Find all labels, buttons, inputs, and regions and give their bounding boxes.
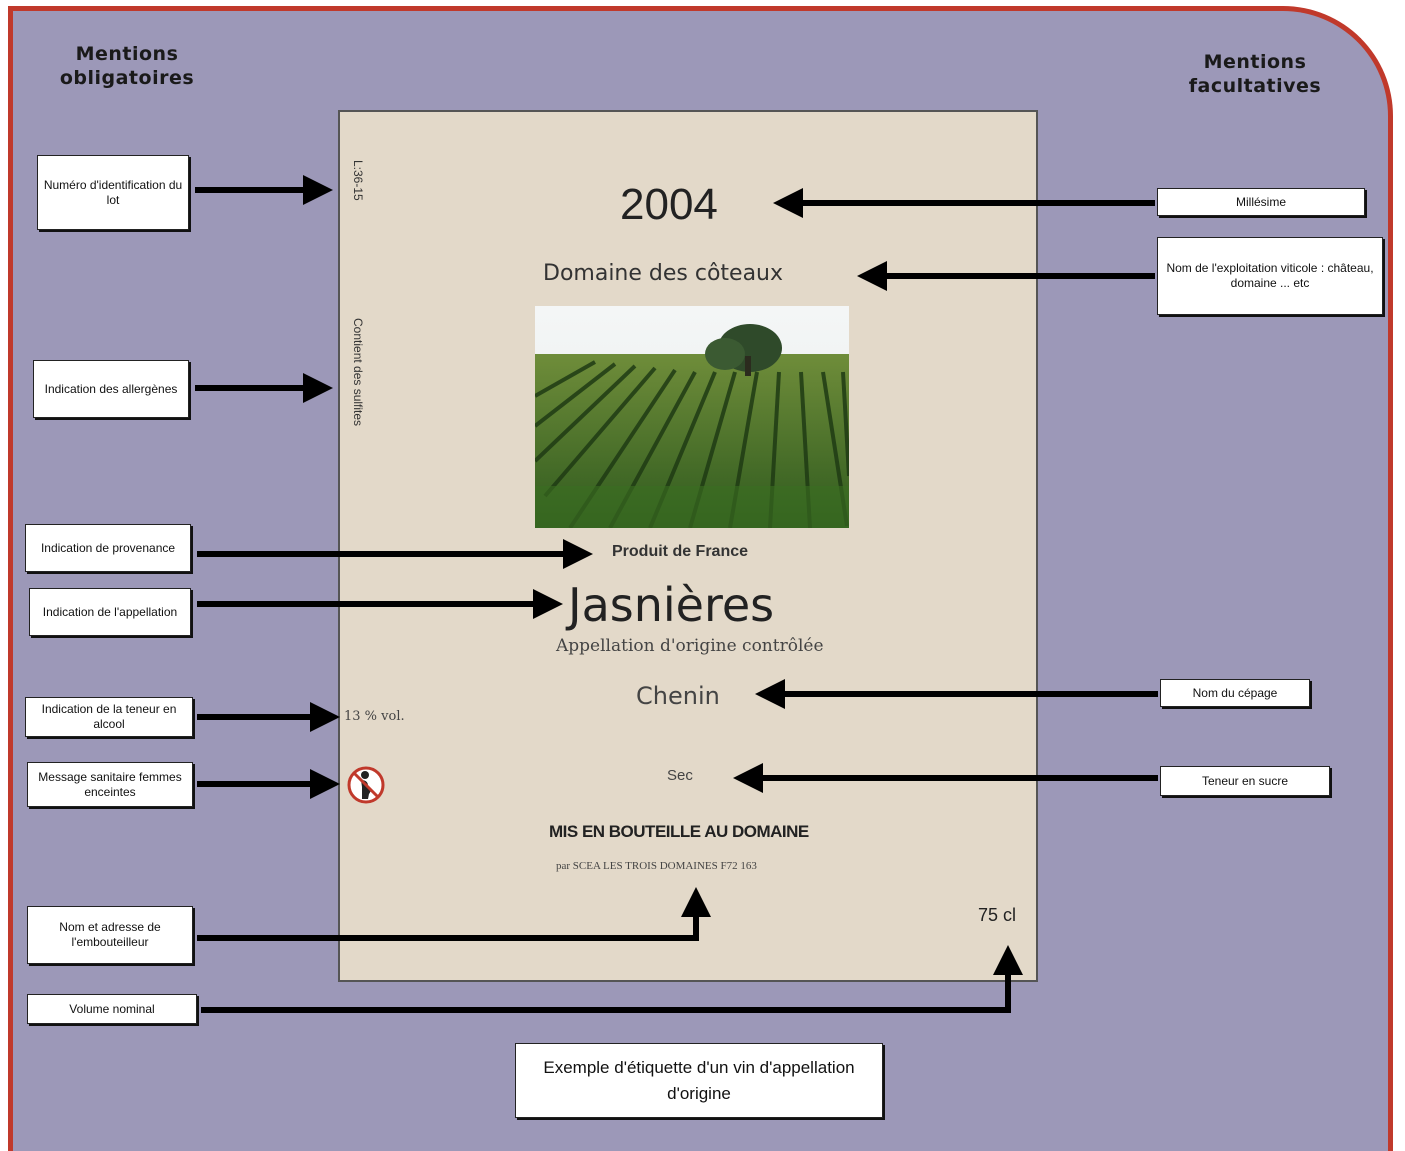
label-sugar: Sec <box>667 767 693 784</box>
box-lot-number: Numéro d'identification du lot <box>37 155 189 230</box>
label-domain: Domaine des côteaux <box>543 261 784 286</box>
box-grape-variety: Nom du cépage <box>1160 679 1310 707</box>
label-origin: Produit de France <box>612 543 749 560</box>
box-vintage: Millésime <box>1157 188 1365 216</box>
heading-mandatory: Mentions obligatoires <box>59 43 195 89</box>
box-alcohol: Indication de la teneur en alcool <box>25 697 193 737</box>
vineyard-photo <box>535 306 849 528</box>
box-appellation: Indication de l'appellation <box>29 588 191 636</box>
box-bottler: Nom et adresse de l'embouteilleur <box>27 906 193 964</box>
box-sugar-content: Teneur en sucre <box>1160 766 1330 796</box>
label-year: 2004 <box>620 180 718 229</box>
label-appellation: Jasnières <box>568 578 775 632</box>
diagram-caption: Exemple d'étiquette d'un vin d'appellati… <box>515 1043 883 1118</box>
label-bottler: par SCEA LES TROIS DOMAINES F72 163 <box>556 860 757 872</box>
label-aoc: Appellation d'origine contrôlée <box>556 636 824 656</box>
pregnant-woman-warning-icon <box>346 765 386 805</box>
heading-optional: Mentions facultatives <box>1188 51 1322 97</box>
arrow-bottler <box>197 887 711 941</box>
label-grape: Chenin <box>636 682 720 710</box>
box-provenance: Indication de provenance <box>25 524 191 572</box>
label-volume: 75 cl <box>978 905 1017 925</box>
box-allergens: Indication des allergènes <box>33 360 189 418</box>
box-estate-name: Nom de l'exploitation viticole : château… <box>1157 237 1383 315</box>
label-alcohol: 13 % vol. <box>344 709 405 724</box>
wine-label <box>338 110 1038 982</box>
box-pregnancy-warning: Message sanitaire femmes enceintes <box>27 762 193 807</box>
box-volume: Volume nominal <box>27 994 197 1024</box>
arrow-volume <box>201 945 1023 1013</box>
label-bottled: MIS EN BOUTEILLE AU DOMAINE <box>549 822 809 841</box>
